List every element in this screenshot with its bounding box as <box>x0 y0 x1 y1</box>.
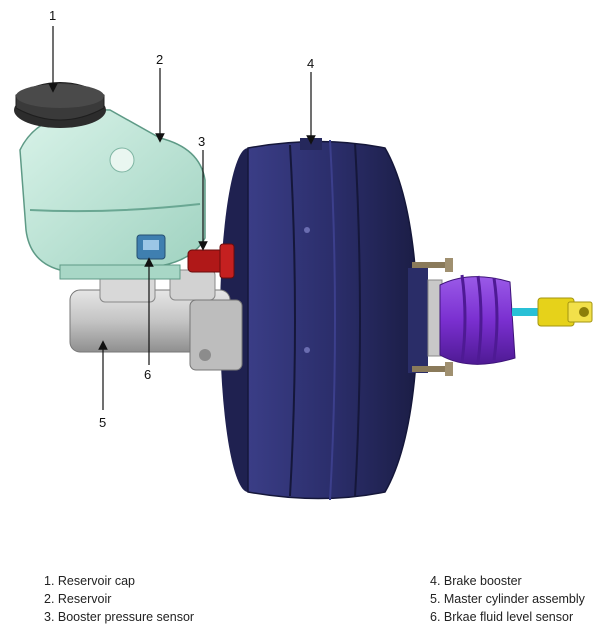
callout-1: 1 <box>49 8 56 23</box>
reservoir-cap <box>14 82 106 128</box>
callout-4: 4 <box>307 56 314 71</box>
legend-item-2: 2. Reservoir <box>44 592 112 606</box>
push-rod <box>512 308 546 316</box>
brake-booster-diagram: 1 2 3 4 5 6 <box>14 8 593 501</box>
legend-left: 1. Reservoir cap 2. Reservoir 3. Booster… <box>44 572 194 626</box>
clevis <box>537 297 593 327</box>
brake-booster <box>220 138 428 501</box>
legend-item-3: 3. Booster pressure sensor <box>44 610 195 624</box>
callout-6: 6 <box>144 367 151 382</box>
legend-item-1: 1. Reservoir cap <box>44 574 136 588</box>
legend-item-6: 6. Brkae fluid level sensor <box>430 610 574 624</box>
booster-boot <box>439 274 516 365</box>
callout-3: 3 <box>198 134 205 149</box>
booster-studs <box>412 258 453 376</box>
legend-item-4: 4. Brake booster <box>430 574 522 588</box>
leader-lines <box>48 26 316 410</box>
reservoir <box>19 109 206 280</box>
fluid-level-sensor <box>136 234 166 260</box>
legend-right: 4. Brake booster 5. Master cylinder asse… <box>430 572 585 626</box>
callout-5: 5 <box>99 415 106 430</box>
legend-item-5: 5. Master cylinder assembly <box>430 592 585 606</box>
master-cylinder <box>69 269 243 371</box>
callout-2: 2 <box>156 52 163 67</box>
